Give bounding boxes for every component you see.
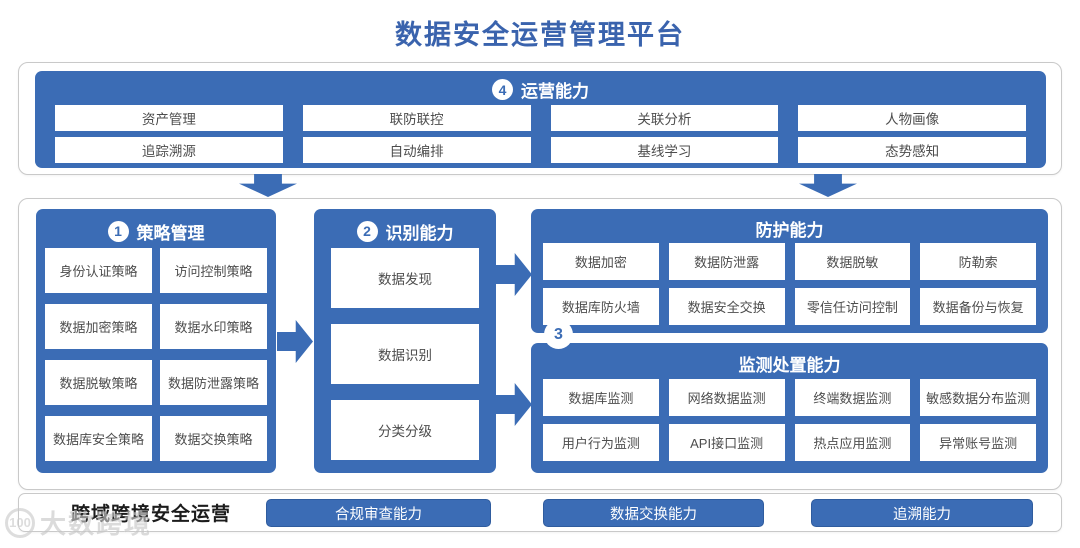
strategy-item: 访问控制策略 bbox=[160, 248, 267, 293]
traceability-capability: 追溯能力 bbox=[811, 499, 1033, 527]
operation-section-container: 4 运营能力 资产管理 联防联控 关联分析 人物画像 追踪溯源 自动编排 基线学… bbox=[18, 62, 1062, 175]
protection-item: 数据备份与恢复 bbox=[920, 288, 1036, 325]
compliance-review-capability: 合规审查能力 bbox=[266, 499, 491, 527]
number-1-badge: 1 bbox=[107, 220, 129, 242]
protection-item: 数据加密 bbox=[543, 243, 659, 280]
monitor-panel-title: 监测处置能力 bbox=[738, 356, 841, 375]
strategy-item: 数据库安全策略 bbox=[45, 416, 152, 461]
protection-items-grid: 数据加密 数据防泄露 数据脱敏 防勒索 数据库防火墙 数据安全交换 零信任访问控… bbox=[543, 243, 1036, 325]
strategy-panel-header: 1 策略管理 bbox=[45, 217, 267, 245]
watermark-text: 大数跨境 bbox=[40, 509, 153, 539]
monitor-item: 敏感数据分布监测 bbox=[920, 379, 1036, 416]
operation-item: 联防联控 bbox=[302, 105, 531, 131]
monitor-panel: 监测处置能力 数据库监测 网络数据监测 终端数据监测 敏感数据分布监测 用户行为… bbox=[531, 343, 1048, 473]
number-4-badge: 4 bbox=[492, 79, 513, 100]
operation-panel-header: 4 运营能力 bbox=[55, 76, 1026, 103]
operation-item: 关联分析 bbox=[550, 105, 779, 131]
strategy-panel-title: 策略管理 bbox=[136, 223, 205, 243]
monitor-item: 终端数据监测 bbox=[794, 379, 911, 416]
operation-item: 自动编排 bbox=[302, 137, 531, 163]
protection-item: 数据脱敏 bbox=[794, 243, 911, 280]
identify-item: 分类分级 bbox=[331, 400, 479, 460]
identify-item: 数据发现 bbox=[331, 248, 479, 308]
number-2-badge: 2 bbox=[356, 220, 378, 242]
operation-item: 资产管理 bbox=[55, 105, 283, 131]
protection-panel-header: 防护能力 bbox=[543, 215, 1036, 241]
monitor-item: 用户行为监测 bbox=[543, 424, 659, 461]
protection-item: 数据安全交换 bbox=[668, 288, 785, 325]
monitor-item: 数据库监测 bbox=[543, 379, 659, 416]
operation-item: 态势感知 bbox=[798, 137, 1026, 163]
strategy-item: 数据水印策略 bbox=[160, 304, 267, 349]
middle-section-container: 1 策略管理 身份认证策略 访问控制策略 数据加密策略 数据水印策略 数据脱敏策… bbox=[18, 198, 1062, 490]
identify-panel-header: 2 识别能力 bbox=[331, 217, 479, 245]
down-arrow-icon bbox=[239, 174, 297, 197]
operation-panel-title: 运营能力 bbox=[521, 82, 589, 101]
strategy-item: 数据脱敏策略 bbox=[45, 360, 152, 405]
cross-border-section: 跨域跨境安全运营 合规审查能力 数据交换能力 追溯能力 bbox=[18, 493, 1062, 532]
strategy-item: 身份认证策略 bbox=[45, 248, 152, 293]
protection-item: 零信任访问控制 bbox=[794, 288, 911, 325]
watermark: 100 大数跨境 bbox=[5, 504, 152, 541]
protection-item: 数据库防火墙 bbox=[543, 288, 659, 325]
number-3-badge: 3 bbox=[544, 320, 573, 349]
page-title: 数据安全运营管理平台 bbox=[395, 20, 685, 50]
identify-panel-title: 识别能力 bbox=[385, 223, 454, 243]
strategy-item: 数据防泄露策略 bbox=[160, 360, 267, 405]
identify-items-column: 数据发现 数据识别 分类分级 bbox=[331, 248, 479, 460]
down-arrow-icon bbox=[799, 174, 857, 197]
protection-panel: 防护能力 数据加密 数据防泄露 数据脱敏 防勒索 数据库防火墙 数据安全交换 零… bbox=[531, 209, 1048, 333]
right-arrow-icon bbox=[496, 253, 532, 296]
identify-panel: 2 识别能力 数据发现 数据识别 分类分级 bbox=[314, 209, 496, 473]
monitor-items-grid: 数据库监测 网络数据监测 终端数据监测 敏感数据分布监测 用户行为监测 API接… bbox=[543, 379, 1036, 461]
operation-item: 追踪溯源 bbox=[55, 137, 283, 163]
monitor-item: 异常账号监测 bbox=[920, 424, 1036, 461]
monitor-item: 热点应用监测 bbox=[794, 424, 911, 461]
strategy-items-grid: 身份认证策略 访问控制策略 数据加密策略 数据水印策略 数据脱敏策略 数据防泄露… bbox=[45, 248, 267, 461]
operation-items-grid: 资产管理 联防联控 关联分析 人物画像 追踪溯源 自动编排 基线学习 态势感知 bbox=[55, 105, 1026, 163]
operation-panel: 4 运营能力 资产管理 联防联控 关联分析 人物画像 追踪溯源 自动编排 基线学… bbox=[35, 71, 1046, 168]
operation-item: 人物画像 bbox=[798, 105, 1026, 131]
protection-item: 数据防泄露 bbox=[668, 243, 785, 280]
strategy-item: 数据交换策略 bbox=[160, 416, 267, 461]
right-arrow-icon bbox=[277, 320, 313, 363]
protection-panel-title: 防护能力 bbox=[755, 220, 824, 240]
strategy-item: 数据加密策略 bbox=[45, 304, 152, 349]
monitor-item: API接口监测 bbox=[668, 424, 785, 461]
watermark-logo-icon: 100 bbox=[5, 507, 35, 538]
identify-item: 数据识别 bbox=[331, 324, 479, 384]
monitor-panel-header: 监测处置能力 bbox=[543, 350, 1036, 377]
data-exchange-capability: 数据交换能力 bbox=[543, 499, 764, 527]
right-arrow-icon bbox=[496, 383, 532, 426]
protection-item: 防勒索 bbox=[920, 243, 1036, 280]
cross-border-title: 跨域跨境安全运营 bbox=[71, 504, 232, 525]
operation-item: 基线学习 bbox=[550, 137, 779, 163]
strategy-panel: 1 策略管理 身份认证策略 访问控制策略 数据加密策略 数据水印策略 数据脱敏策… bbox=[36, 209, 276, 473]
monitor-item: 网络数据监测 bbox=[668, 379, 785, 416]
